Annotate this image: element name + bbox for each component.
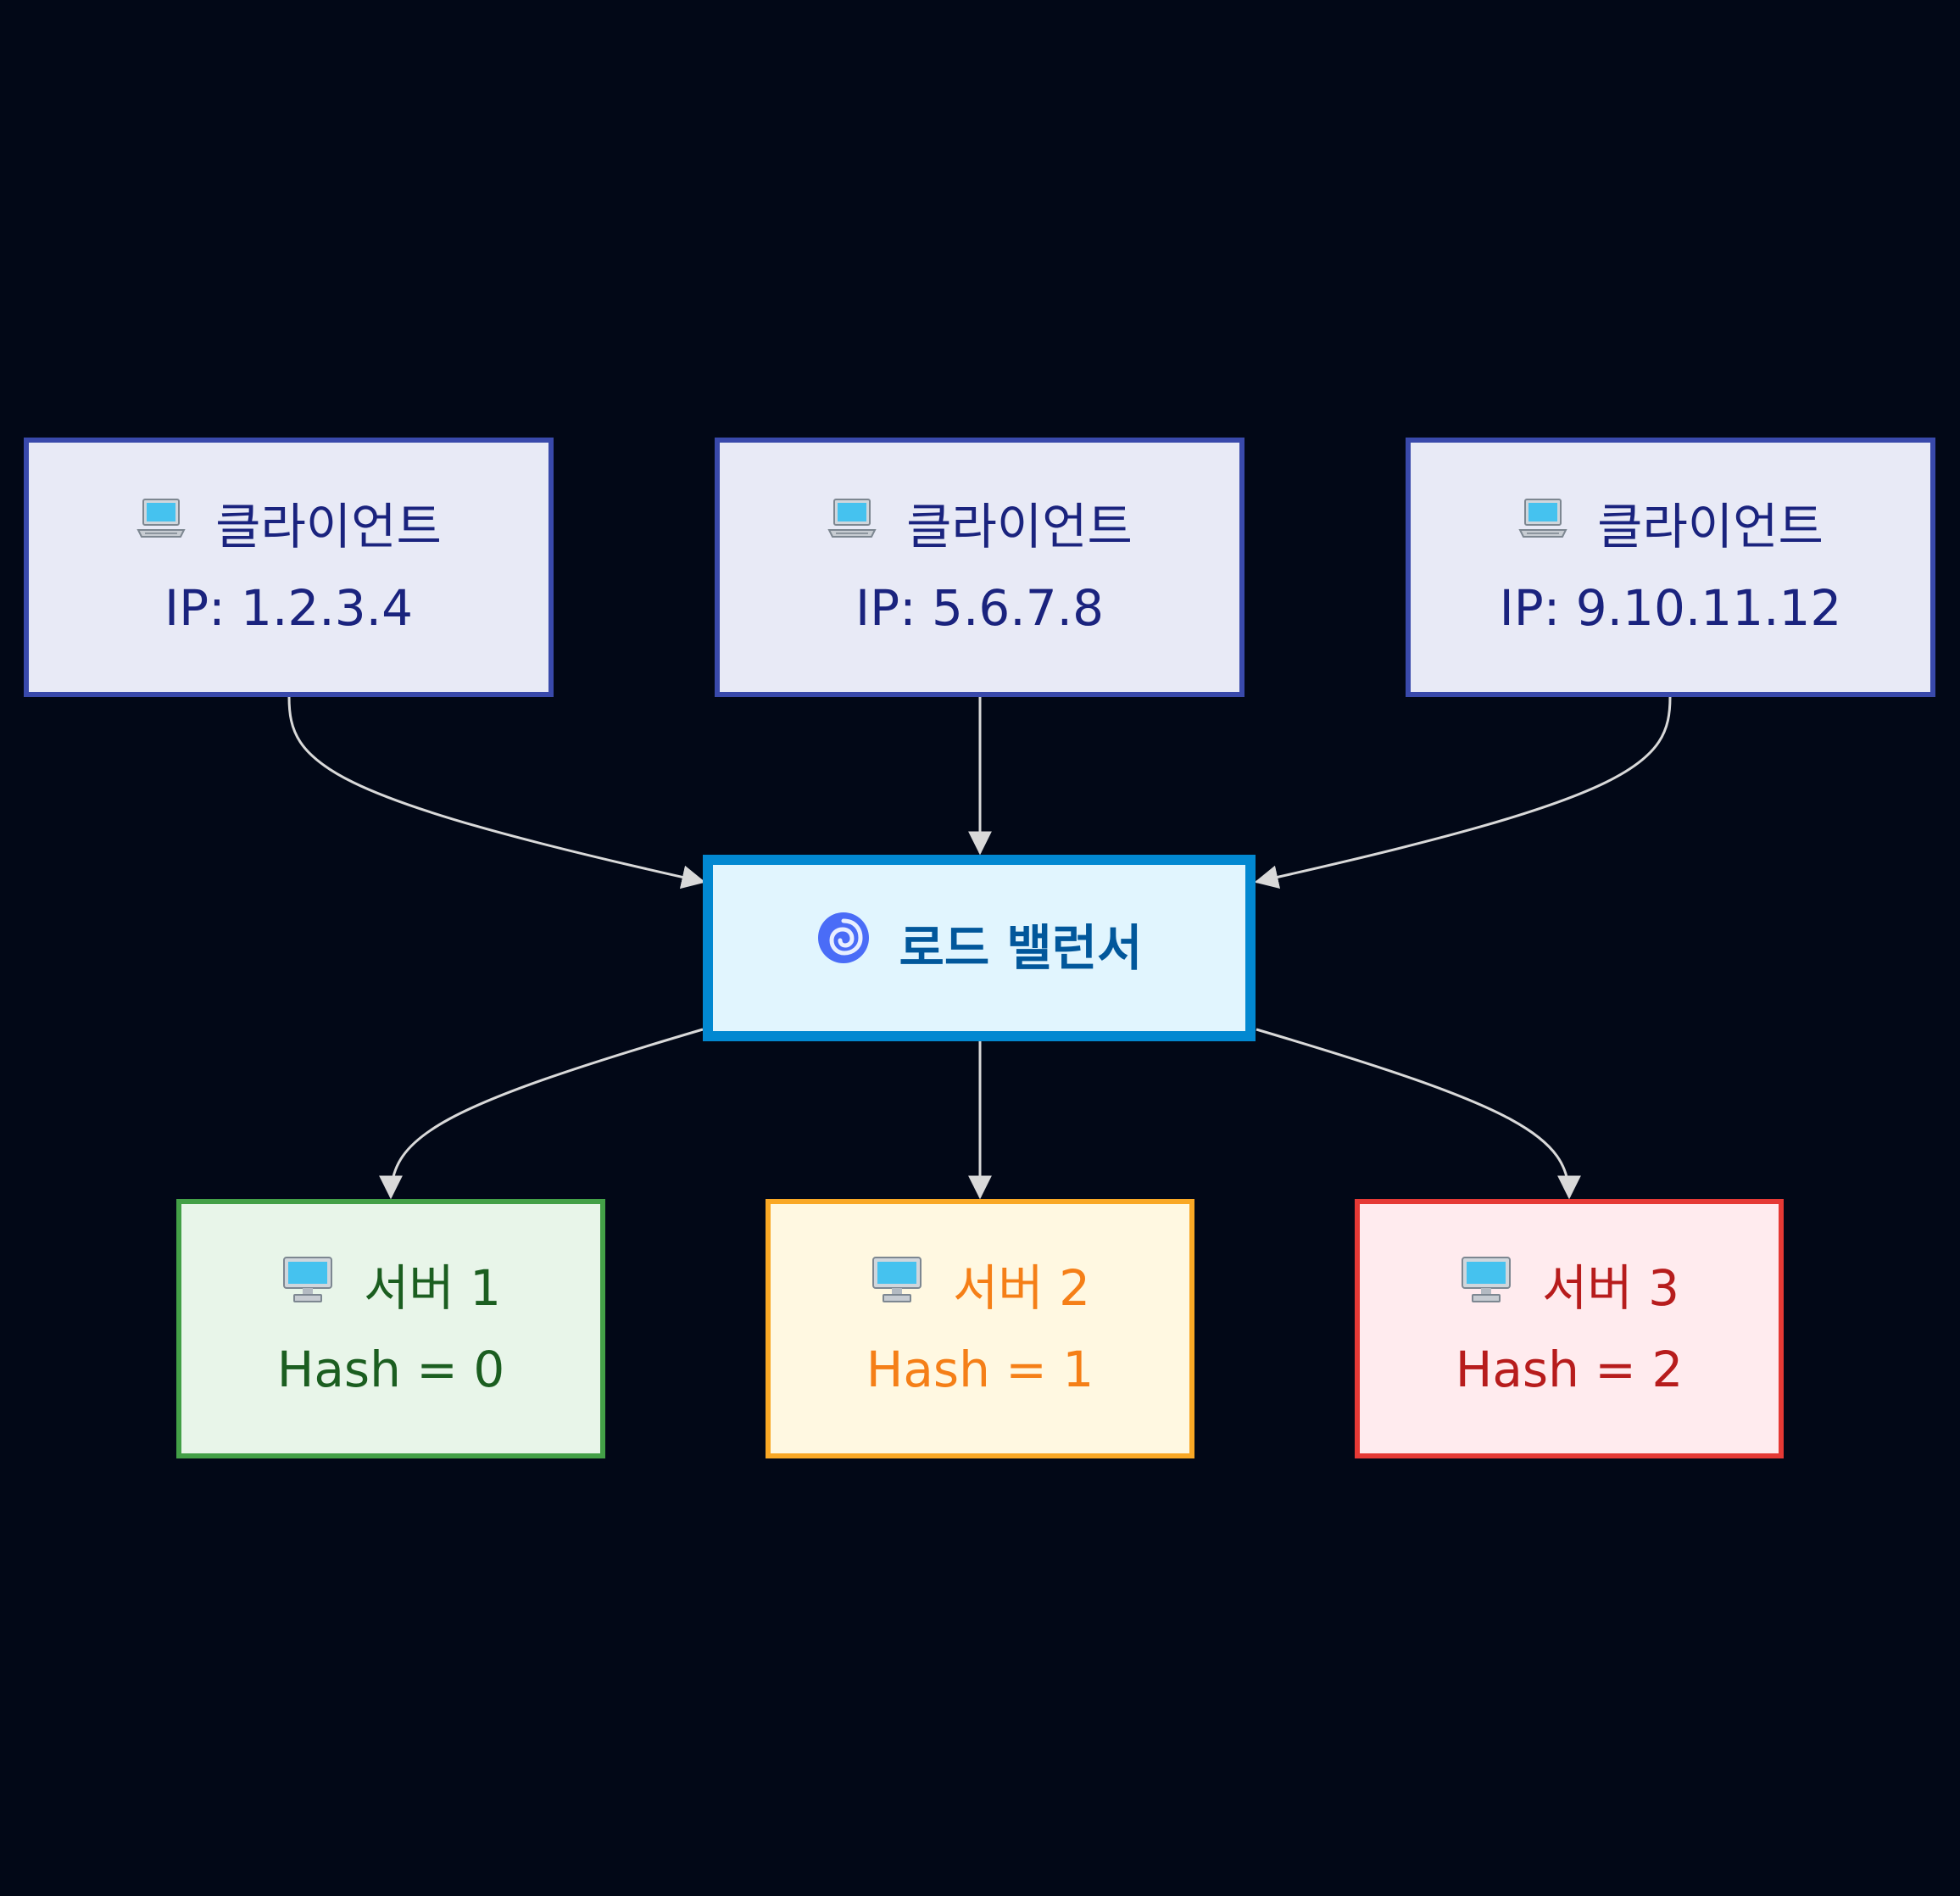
client-node-1[interactable]: 클라이언트 IP: 1.2.3.4: [24, 438, 554, 697]
client-ip-label: IP: 5.6.7.8: [855, 579, 1104, 637]
client-node-3[interactable]: 클라이언트 IP: 9.10.11.12: [1406, 438, 1935, 697]
laptop-icon: [136, 486, 187, 567]
load-balancer-node[interactable]: 로드 밸런서: [703, 855, 1256, 1041]
desktop-computer-icon: [870, 1247, 924, 1329]
edge-client-3-to-load-balancer: [1254, 696, 1672, 889]
server-title: 서버 2: [952, 1259, 1091, 1317]
server-title: 서버 3: [1541, 1259, 1680, 1317]
client-title: 클라이언트: [215, 498, 442, 555]
client-title: 클라이언트: [906, 498, 1133, 555]
client-node-2[interactable]: 클라이언트 IP: 5.6.7.8: [715, 438, 1244, 697]
laptop-icon: [827, 486, 877, 567]
load-balancer-title: 로드 밸런서: [899, 919, 1143, 977]
desktop-computer-icon: [1459, 1247, 1513, 1329]
client-ip-label: IP: 1.2.3.4: [164, 579, 413, 637]
client-ip-label: IP: 9.10.11.12: [1499, 579, 1842, 637]
server-node-2[interactable]: 서버 2 Hash = 1: [766, 1199, 1194, 1458]
client-title: 클라이언트: [1597, 498, 1824, 555]
edge-load-balancer-to-server-3: [1256, 1028, 1581, 1200]
laptop-icon: [1517, 486, 1568, 567]
server-hash-label: Hash = 0: [276, 1341, 505, 1398]
edge-load-balancer-to-server-1: [379, 1028, 704, 1200]
server-node-3[interactable]: 서버 3 Hash = 2: [1355, 1199, 1784, 1458]
server-node-1[interactable]: 서버 1 Hash = 0: [176, 1199, 605, 1458]
cyclone-icon: [816, 907, 871, 989]
edge-client-1-to-load-balancer: [287, 696, 706, 889]
server-hash-label: Hash = 1: [866, 1341, 1094, 1398]
desktop-computer-icon: [281, 1247, 335, 1329]
server-title: 서버 1: [363, 1259, 502, 1317]
server-hash-label: Hash = 2: [1455, 1341, 1684, 1398]
